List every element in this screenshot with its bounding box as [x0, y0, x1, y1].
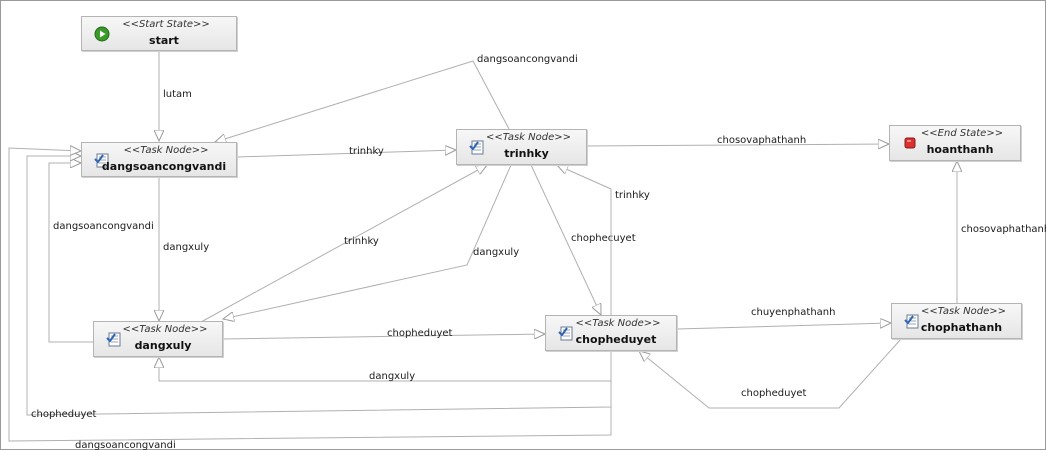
transition-label: dangsoancongvandi [75, 440, 176, 450]
transition-dangsoancongvandi-to-dangxuly[interactable]: dangxuly [159, 177, 209, 321]
transition-trinhky-to-hoanthanh[interactable]: chosovaphathanh [586, 135, 889, 146]
node-name: chophathanh [920, 321, 1003, 334]
transition-dangxuly-to-chopheduyet[interactable]: chopheduyet [222, 328, 545, 340]
node-name: dangxuly [134, 339, 192, 352]
node-stereotype: <<Task Node>> [486, 132, 571, 143]
node-chopheduyet[interactable]: <<Task Node>> chopheduyet [545, 315, 677, 351]
node-hoanthanh[interactable]: <<End State>> hoanthanh [889, 125, 1021, 161]
transition-label: dangxuly [163, 242, 209, 253]
task-icon [904, 314, 919, 329]
transition-chopheduyet-to-dangxuly[interactable]: dangxuly [159, 351, 612, 382]
transition-trinhky-to-chopheduyet[interactable]: chophecuyet [530, 164, 636, 315]
transition-label: trinhky [615, 190, 650, 201]
transition-label: dangsoancongvandi [477, 54, 578, 65]
node-stereotype: <<Task Node>> [123, 145, 209, 156]
task-icon [558, 326, 573, 341]
node-dangsoancongvandi[interactable]: <<Task Node>> dangsoancongvandi [81, 142, 237, 177]
node-stereotype: <<End State>> [920, 128, 1004, 139]
node-name: dangsoancongvandi [101, 160, 227, 173]
transition-label: chopheduyet [31, 409, 97, 420]
node-trinhky[interactable]: <<Task Node>> trinhky [456, 129, 587, 165]
transition-chopheduyet-to-dangsoancongvandi-b[interactable]: dangsoancongvandi [8, 148, 612, 450]
node-start[interactable]: <<Start State>> start [81, 16, 237, 51]
transition-start-to-dangsoancongvandi[interactable]: lutam [159, 51, 192, 141]
task-icon [94, 153, 109, 168]
node-stereotype: <<Start State>> [122, 19, 210, 30]
node-name: chopheduyet [575, 333, 657, 346]
node-stereotype: <<Task Node>> [921, 306, 1006, 317]
node-name: hoanthanh [926, 143, 994, 156]
node-stereotype: <<Task Node>> [575, 318, 661, 329]
node-dangxuly[interactable]: <<Task Node>> dangxuly [93, 321, 223, 357]
transition-trinhky-to-dangxuly[interactable]: dangxuly [223, 164, 519, 319]
transition-label: chophecuyet [571, 233, 636, 244]
transition-label: chosovaphathanh [717, 135, 806, 146]
transition-label: dangxuly [473, 247, 519, 258]
transition-dangxuly-to-dangsoancongvandi[interactable]: dangsoancongvandi [48, 163, 154, 343]
play-icon [94, 26, 110, 42]
transition-chopheduyet-to-chophathanh[interactable]: chuyenphathanh [676, 307, 891, 330]
transition-dangsoancongvandi-to-trinhky[interactable]: trinhky [236, 146, 456, 158]
transition-label: trinhky [349, 146, 384, 157]
task-icon [469, 140, 484, 155]
transition-chopheduyet-to-trinhky[interactable]: trinhky [557, 165, 650, 315]
node-chophathanh[interactable]: <<Task Node>> chophathanh [891, 303, 1022, 339]
transition-label: dangxuly [369, 371, 415, 382]
transition-chophathanh-to-hoanthanh[interactable]: chosovaphathanh [957, 161, 1046, 303]
transition-label: chuyenphathanh [751, 307, 835, 318]
transition-label: chosovaphathanh [961, 224, 1046, 235]
node-name: start [149, 34, 179, 47]
stop-icon [904, 137, 916, 149]
transition-trinhky-to-dangsoancongvandi[interactable]: dangsoancongvandi [215, 54, 578, 142]
transition-chophathanh-to-chopheduyet[interactable]: chopheduyet [639, 338, 902, 409]
transition-label: chopheduyet [741, 388, 807, 399]
transition-label: chopheduyet [387, 328, 453, 339]
transition-dangxuly-to-trinhky[interactable]: trinhky [200, 165, 487, 323]
transition-label: trinhky [344, 236, 379, 247]
transition-chopheduyet-to-dangsoancongvandi-a[interactable]: chopheduyet [26, 156, 612, 420]
task-icon [106, 332, 121, 347]
node-stereotype: <<Task Node>> [122, 324, 208, 335]
transition-label: dangsoancongvandi [53, 221, 154, 232]
node-name: trinhky [504, 147, 549, 160]
transition-label: lutam [163, 89, 192, 100]
